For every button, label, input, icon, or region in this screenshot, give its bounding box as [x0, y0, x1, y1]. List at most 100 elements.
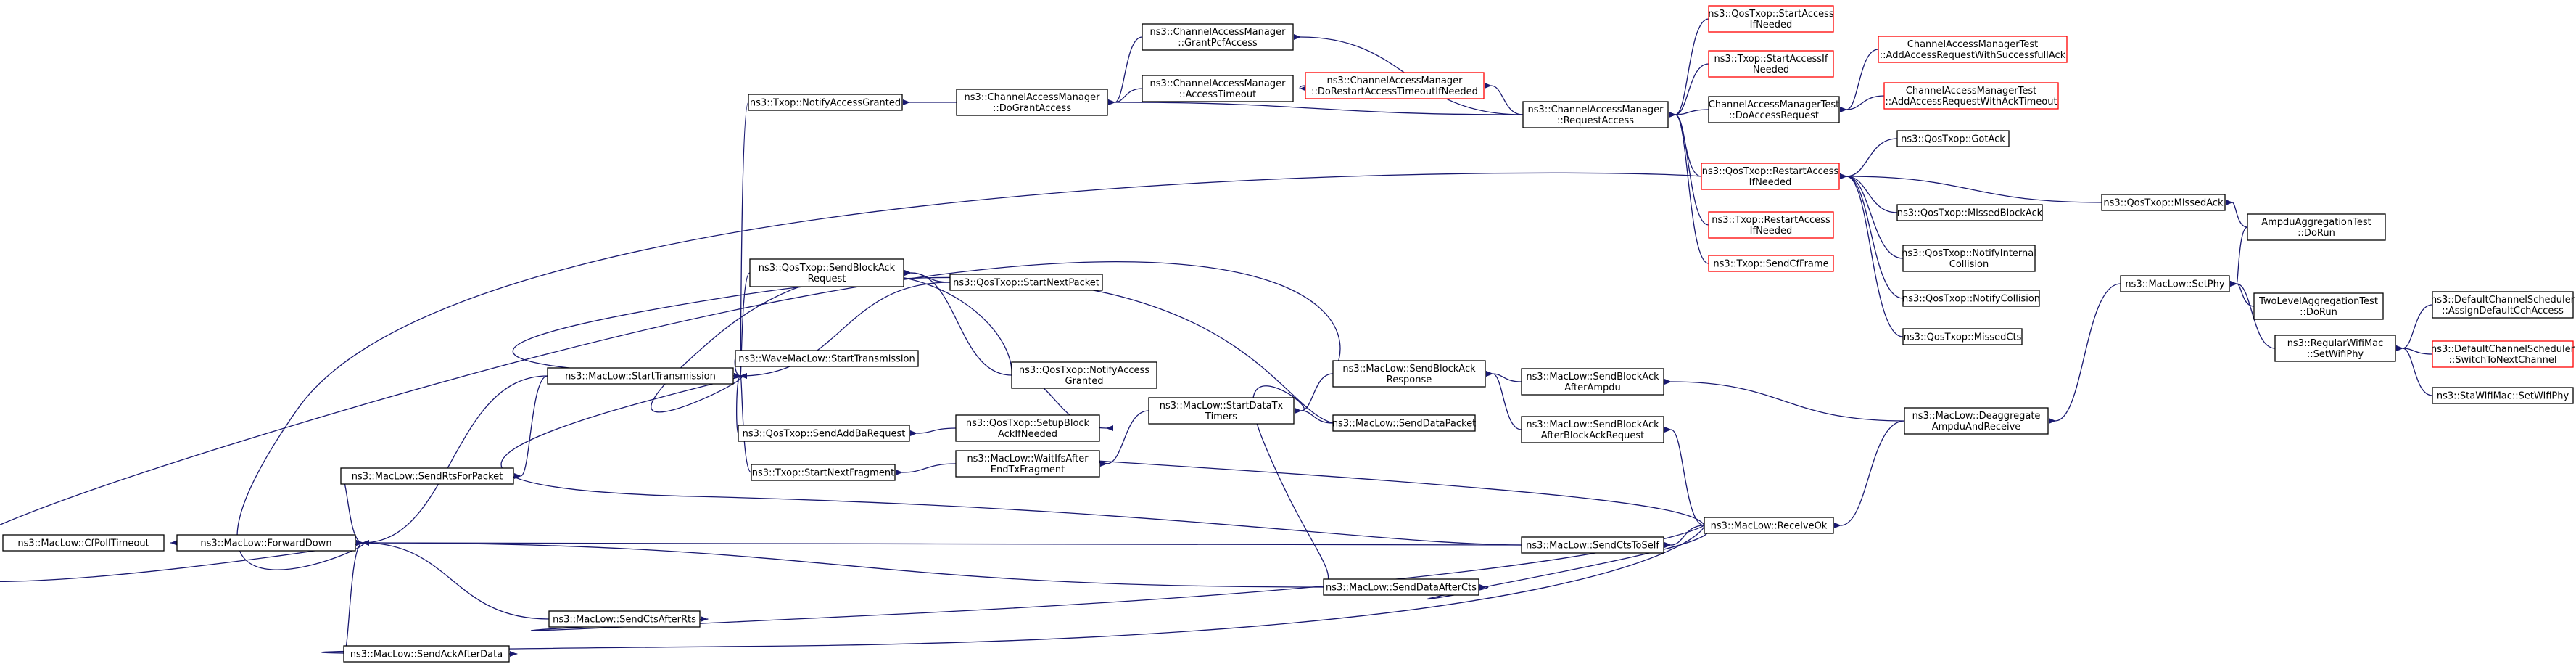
node-senddatapacket[interactable]: ns3::MacLow::SendDataPacket	[1332, 414, 1476, 432]
node-camtestdoaccess[interactable]: ChannelAccessManagerTest::DoAccessReques…	[1708, 96, 1840, 123]
node-receiveok[interactable]: ns3::MacLow::ReceiveOk	[1704, 517, 1834, 534]
edge-forwarddown-to-qosrestart	[236, 172, 1702, 570]
node-qossendaddba[interactable]: ns3::QosTxop::SendAddBaRequest	[738, 425, 910, 442]
node-box	[749, 258, 904, 287]
node-starttx[interactable]: ns3::MacLow::StartTransmission	[547, 367, 734, 385]
node-forwarddown[interactable]: ns3::MacLow::ForwardDown	[176, 534, 356, 552]
edge-starttx-to-qossendblockackreq	[733, 272, 751, 380]
node-cfpoll[interactable]: ns3::MacLow::CfPollTimeout	[2, 534, 165, 552]
node-box	[751, 464, 896, 481]
node-sendctsafterrts[interactable]: ns3::MacLow::SendCtsAfterRts	[548, 610, 701, 628]
edge-dograntaccess-to-requestaccess	[1107, 99, 1524, 115]
node-label: Timers	[1205, 411, 1237, 422]
node-defaultassign[interactable]: ns3::DefaultChannelScheduler::AssignDefa…	[2431, 291, 2575, 319]
node-label: ns3::ChannelAccessManager	[1150, 78, 1287, 89]
edge-setphy-to-twolevel	[2229, 280, 2255, 307]
node-ampdutest[interactable]: AmpduAggregationTest::DoRun	[2247, 213, 2386, 241]
node-qosnotifycollision[interactable]: ns3::QosTxop::NotifyCollision	[1902, 290, 2040, 307]
node-label: AfterAmpdu	[1564, 382, 1621, 393]
node-box	[176, 534, 356, 552]
node-qosmissedack[interactable]: ns3::QosTxop::MissedAck	[2101, 194, 2226, 211]
node-box	[1011, 361, 1157, 389]
node-label: ns3::MacLow::Deaggregate	[1912, 411, 2041, 422]
node-dograntaccess[interactable]: ns3::ChannelAccessManager::DoGrantAccess	[956, 89, 1108, 116]
edge-requestaccess-to-camtestdoaccess	[1668, 109, 1709, 118]
edge-setphy-to-regularsetwifiphy	[2229, 280, 2276, 349]
node-label: ns3::MacLow::SendBlockAck	[1526, 419, 1659, 430]
node-sendackafterdata[interactable]: ns3::MacLow::SendAckAfterData	[343, 645, 510, 663]
node-box	[1902, 290, 2040, 307]
node-label: ::AddAccessRequestWithAckTimeout	[1885, 97, 2057, 107]
node-box	[1902, 245, 2036, 272]
node-box	[1142, 23, 1294, 51]
node-label: ns3::QosTxop::StartAccess	[1708, 9, 1834, 20]
node-box	[949, 274, 1103, 291]
edge-starttx-to-qossendaddba	[736, 372, 748, 434]
edge-regularsetwifiphy-to-defaultassign	[2395, 304, 2433, 352]
node-label: ns3::MacLow::StartTransmission	[565, 372, 716, 382]
node-accesstimeout[interactable]: ns3::ChannelAccessManager::AccessTimeout	[1142, 75, 1294, 102]
node-box	[2247, 213, 2386, 241]
node-box	[1521, 416, 1664, 443]
edge-qosrestart-to-qosmissedcts	[1839, 173, 1904, 337]
node-regularsetwifiphy[interactable]: ns3::RegularWifiMac::SetWifiPhy	[2274, 335, 2396, 362]
edge-qosrestart-to-qosmissedblockack	[1839, 173, 1898, 213]
node-box	[955, 414, 1100, 442]
node-qosnotifyaccessgranted[interactable]: ns3::QosTxop::NotifyAccessGranted	[1011, 361, 1157, 389]
node-senddataaftercts[interactable]: ns3::MacLow::SendDataAfterCts	[1323, 578, 1479, 596]
node-sendctstoself[interactable]: ns3::MacLow::SendCtsToSelf	[1521, 536, 1664, 554]
node-defaultswitch[interactable]: ns3::DefaultChannelScheduler::SwitchToNe…	[2431, 340, 2575, 368]
node-stawifimac[interactable]: ns3::StaWifiMac::SetWifiPhy	[2432, 387, 2574, 404]
node-sendrts[interactable]: ns3::MacLow::SendRtsForPacket	[340, 467, 514, 485]
node-setphy[interactable]: ns3::MacLow::SetPhy	[2120, 275, 2230, 292]
node-qosstartnextpacket[interactable]: ns3::QosTxop::StartNextPacket	[949, 274, 1103, 291]
node-camtesttimeout[interactable]: ChannelAccessManagerTest::AddAccessReque…	[1883, 82, 2059, 110]
node-startnextfragment[interactable]: ns3::Txop::StartNextFragment	[751, 464, 896, 481]
node-label: ns3::RegularWifiMac	[2287, 338, 2384, 349]
node-label: IfNeeded	[1750, 20, 1793, 30]
node-qosmissedcts[interactable]: ns3::QosTxop::MissedCts	[1902, 328, 2023, 345]
node-label: ns3::MacLow::SendBlockAck	[1342, 364, 1476, 374]
node-label: ::DoRestartAccessTimeoutIfNeeded	[1311, 86, 1478, 97]
node-requestaccess[interactable]: ns3::ChannelAccessManager::RequestAccess	[1522, 101, 1669, 128]
node-box	[1323, 578, 1479, 596]
node-wavestarttx[interactable]: ns3::WaveMacLow::StartTransmission	[735, 350, 919, 367]
node-label: ::SwitchToNextChannel	[2448, 355, 2556, 366]
node-qosgotack[interactable]: ns3::QosTxop::GotAck	[1896, 130, 2010, 147]
edge-accesstimeout-to-dorestart	[1299, 85, 1308, 92]
edge-forwarddown-to-sendackafterdata	[343, 539, 370, 655]
node-txopsendcf[interactable]: ns3::Txop::SendCfFrame	[1708, 255, 1834, 272]
node-camtestsuccess[interactable]: ChannelAccessManagerTest::AddAccessReque…	[1878, 36, 2068, 63]
node-label: ::DoAccessRequest	[1729, 110, 1819, 121]
node-box	[2253, 292, 2384, 320]
node-box	[1902, 328, 2023, 345]
node-grantpcf[interactable]: ns3::ChannelAccessManager::GrantPcfAcces…	[1142, 23, 1294, 51]
node-box	[547, 367, 734, 385]
node-twolevel[interactable]: TwoLevelAggregationTest::DoRun	[2253, 292, 2384, 320]
node-sendblockackafterreq[interactable]: ns3::MacLow::SendBlockAckAfterBlockAckRe…	[1521, 416, 1664, 443]
node-label: ns3::DefaultChannelScheduler	[2431, 344, 2575, 355]
edge-forwarddown-to-sendblockackresponse	[0, 261, 1341, 583]
node-notifyaccessgranted[interactable]: ns3::Txop::NotifyAccessGranted	[748, 94, 903, 111]
node-box	[748, 94, 903, 111]
node-label: ns3::MacLow::SendDataAfterCts	[1326, 583, 1477, 594]
node-dorestart[interactable]: ns3::ChannelAccessManager::DoRestartAcce…	[1305, 72, 1485, 99]
edge-qosrestart-to-qosnotifycollision	[1839, 173, 1904, 299]
edge-camtestdoaccess-to-camtestsuccess	[1839, 49, 1879, 113]
node-label: Needed	[1753, 65, 1789, 75]
node-qosmissedblockack[interactable]: ns3::QosTxop::MissedBlockAck	[1896, 204, 2043, 221]
edge-qossendblockackreq-to-qosnotifyaccessgranted	[904, 269, 1012, 376]
node-label: AmpduAggregationTest	[2261, 217, 2371, 228]
